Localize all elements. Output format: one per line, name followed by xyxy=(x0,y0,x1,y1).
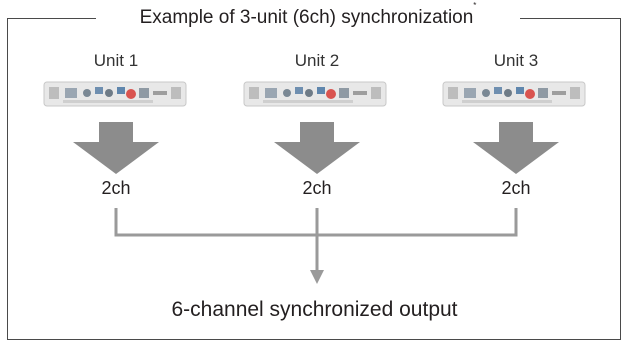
unit-3-channels-label: 2ch xyxy=(501,178,531,198)
unit-2-channels-label: 2ch xyxy=(302,178,332,198)
unit-1-down-arrow-icon xyxy=(73,122,159,174)
output-label: 6-channel synchronized output xyxy=(171,298,458,321)
unit-1-label: Unit 1 xyxy=(93,51,139,70)
unit-3-down-arrow-icon xyxy=(473,122,559,174)
unit-2-label: Unit 2 xyxy=(294,51,340,70)
unit-2-down-arrow-icon xyxy=(274,122,360,174)
title-footnote-mark: * xyxy=(473,1,477,10)
unit-1-device-icon xyxy=(43,81,187,107)
unit-2-device-icon xyxy=(243,81,387,107)
unit-3-label: Unit 3 xyxy=(493,51,539,70)
unit-1-channels-label: 2ch xyxy=(101,178,131,198)
unit-3-device-icon xyxy=(442,81,586,107)
title-text: Example of 3-unit (6ch) synchronization xyxy=(139,7,474,28)
diagram-title: Example of 3-unit (6ch) synchronization* xyxy=(96,1,520,32)
